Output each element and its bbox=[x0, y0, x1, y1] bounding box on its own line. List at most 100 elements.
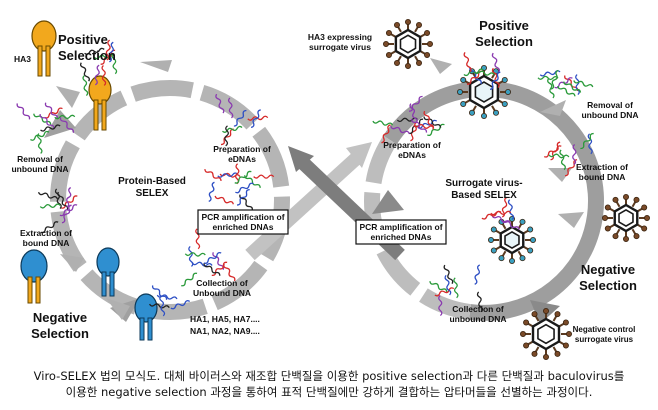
step-arrow-3 bbox=[60, 254, 84, 272]
step-arrow-4 bbox=[106, 298, 130, 320]
dna-strand bbox=[537, 75, 559, 81]
virus-spike-tip bbox=[498, 255, 505, 262]
dna-cluster bbox=[148, 285, 191, 317]
dna-strand bbox=[411, 118, 428, 133]
negative-virus-bound bbox=[487, 215, 537, 264]
step-arrow-7 bbox=[548, 168, 572, 182]
dna-strand bbox=[203, 263, 221, 276]
dna-strand bbox=[204, 169, 222, 181]
dna-strand bbox=[224, 125, 229, 147]
dna-strand bbox=[223, 263, 236, 282]
virus-spike-tip bbox=[415, 60, 422, 67]
negative-control-virus-right bbox=[602, 193, 651, 242]
dna-strand bbox=[234, 170, 252, 184]
dna-strand bbox=[507, 199, 515, 220]
dna-strand bbox=[212, 252, 225, 270]
left-positive-label-2: Selection bbox=[58, 48, 116, 63]
dna-pool-clusters bbox=[16, 39, 594, 317]
virus-spike-tip bbox=[527, 226, 534, 233]
virus-spike-tip bbox=[531, 350, 538, 357]
dna-strand bbox=[381, 124, 391, 144]
dna-strand bbox=[188, 245, 194, 267]
virus-spike-tip bbox=[543, 307, 550, 314]
cross-arrow-up-head bbox=[346, 142, 372, 168]
left-collection-label-1: Collection of bbox=[196, 278, 248, 288]
right-pcr-label-1: PCR amplification of bbox=[359, 222, 442, 232]
dna-strand bbox=[39, 203, 61, 209]
dna-strand bbox=[37, 191, 58, 200]
caption-line-2: 이용한 negative selection 과정을 통하여 표적 단백질에만 … bbox=[65, 385, 593, 399]
virus-core bbox=[474, 81, 494, 103]
virus-spike-tip bbox=[404, 18, 411, 25]
right-negative-label-1: Negative bbox=[581, 262, 635, 277]
dna-strand bbox=[94, 64, 100, 86]
dna-strand bbox=[557, 85, 576, 97]
virus-spike-tip bbox=[480, 113, 487, 120]
dna-strand bbox=[40, 221, 59, 234]
right-pcr-box: PCR amplification of enriched DNAs bbox=[355, 219, 447, 245]
left-cycle-title-1: Protein-Based bbox=[118, 176, 186, 187]
virus-spike-tip bbox=[641, 225, 648, 232]
dna-strand bbox=[396, 117, 418, 123]
virus-spike-tip bbox=[623, 235, 630, 242]
dna-strand bbox=[423, 116, 442, 128]
virus-spike-tip bbox=[490, 247, 497, 254]
right-positive-label-2: Selection bbox=[475, 34, 533, 49]
dna-cluster bbox=[544, 132, 594, 177]
dna-strand bbox=[59, 204, 78, 217]
virus-core bbox=[537, 323, 555, 345]
virus-spike-tip bbox=[633, 196, 640, 203]
left-negative-targets-1: HA1, HA5, HA7.... bbox=[190, 314, 260, 324]
dna-cluster bbox=[215, 93, 269, 147]
dna-cluster bbox=[181, 228, 236, 287]
dna-cluster bbox=[429, 264, 484, 317]
dna-strand bbox=[61, 204, 72, 224]
cross-arrow-up bbox=[245, 149, 365, 261]
dna-strand bbox=[564, 159, 578, 177]
dna-strand bbox=[491, 214, 511, 224]
virus-spike-tip bbox=[504, 89, 511, 96]
virus-spike-tip bbox=[604, 225, 611, 232]
dna-strand bbox=[39, 114, 55, 129]
dna-strand bbox=[61, 195, 78, 209]
virus-spike-tip bbox=[508, 257, 515, 264]
dna-strand bbox=[30, 130, 50, 141]
left-extraction-label-1: Extraction of bbox=[20, 228, 72, 238]
dna-strand bbox=[214, 195, 234, 205]
dna-strand bbox=[573, 80, 594, 88]
dna-strand bbox=[170, 300, 191, 310]
dna-strand bbox=[44, 102, 59, 120]
virus-core bbox=[618, 209, 634, 227]
right-collection-label-1: Collection of bbox=[452, 304, 504, 314]
right-removal-label-1: Removal of bbox=[587, 100, 633, 110]
dna-strand bbox=[548, 153, 570, 159]
virus-spike-tip bbox=[604, 204, 611, 211]
virus-spike-tip bbox=[554, 311, 561, 318]
right-cycle-labels: HA3 expressing surrogate virus Positive … bbox=[308, 18, 639, 344]
dna-strand bbox=[410, 121, 418, 142]
left-ring-arrowhead-left bbox=[44, 110, 76, 138]
virus-spike-tip bbox=[490, 226, 497, 233]
dna-cluster bbox=[204, 163, 275, 211]
left-prep-label-1: Preparation of bbox=[213, 144, 271, 154]
virus-spike-tip bbox=[456, 89, 463, 96]
dna-strand bbox=[453, 277, 459, 299]
dna-strand bbox=[390, 125, 410, 135]
cross-arrow-down-head bbox=[288, 146, 314, 172]
left-removal-label-1: Removal of bbox=[17, 154, 63, 164]
left-cycle-labels: HA3 Positive Selection Removal of unboun… bbox=[11, 32, 271, 341]
dna-strand bbox=[66, 187, 72, 208]
dna-strand bbox=[148, 303, 170, 309]
virus-spike-tip bbox=[385, 52, 392, 59]
virus-spike-tip bbox=[527, 247, 534, 254]
dna-cluster bbox=[463, 51, 501, 91]
dna-strand bbox=[587, 133, 593, 155]
virus-spike-tip bbox=[623, 193, 630, 200]
right-extraction-label-2: bound DNA bbox=[579, 172, 626, 182]
virus-spike-tip bbox=[562, 342, 569, 349]
dna-strand bbox=[427, 123, 445, 136]
dna-strand bbox=[429, 281, 448, 293]
step-arrows bbox=[56, 58, 584, 320]
dna-strand bbox=[184, 252, 206, 257]
